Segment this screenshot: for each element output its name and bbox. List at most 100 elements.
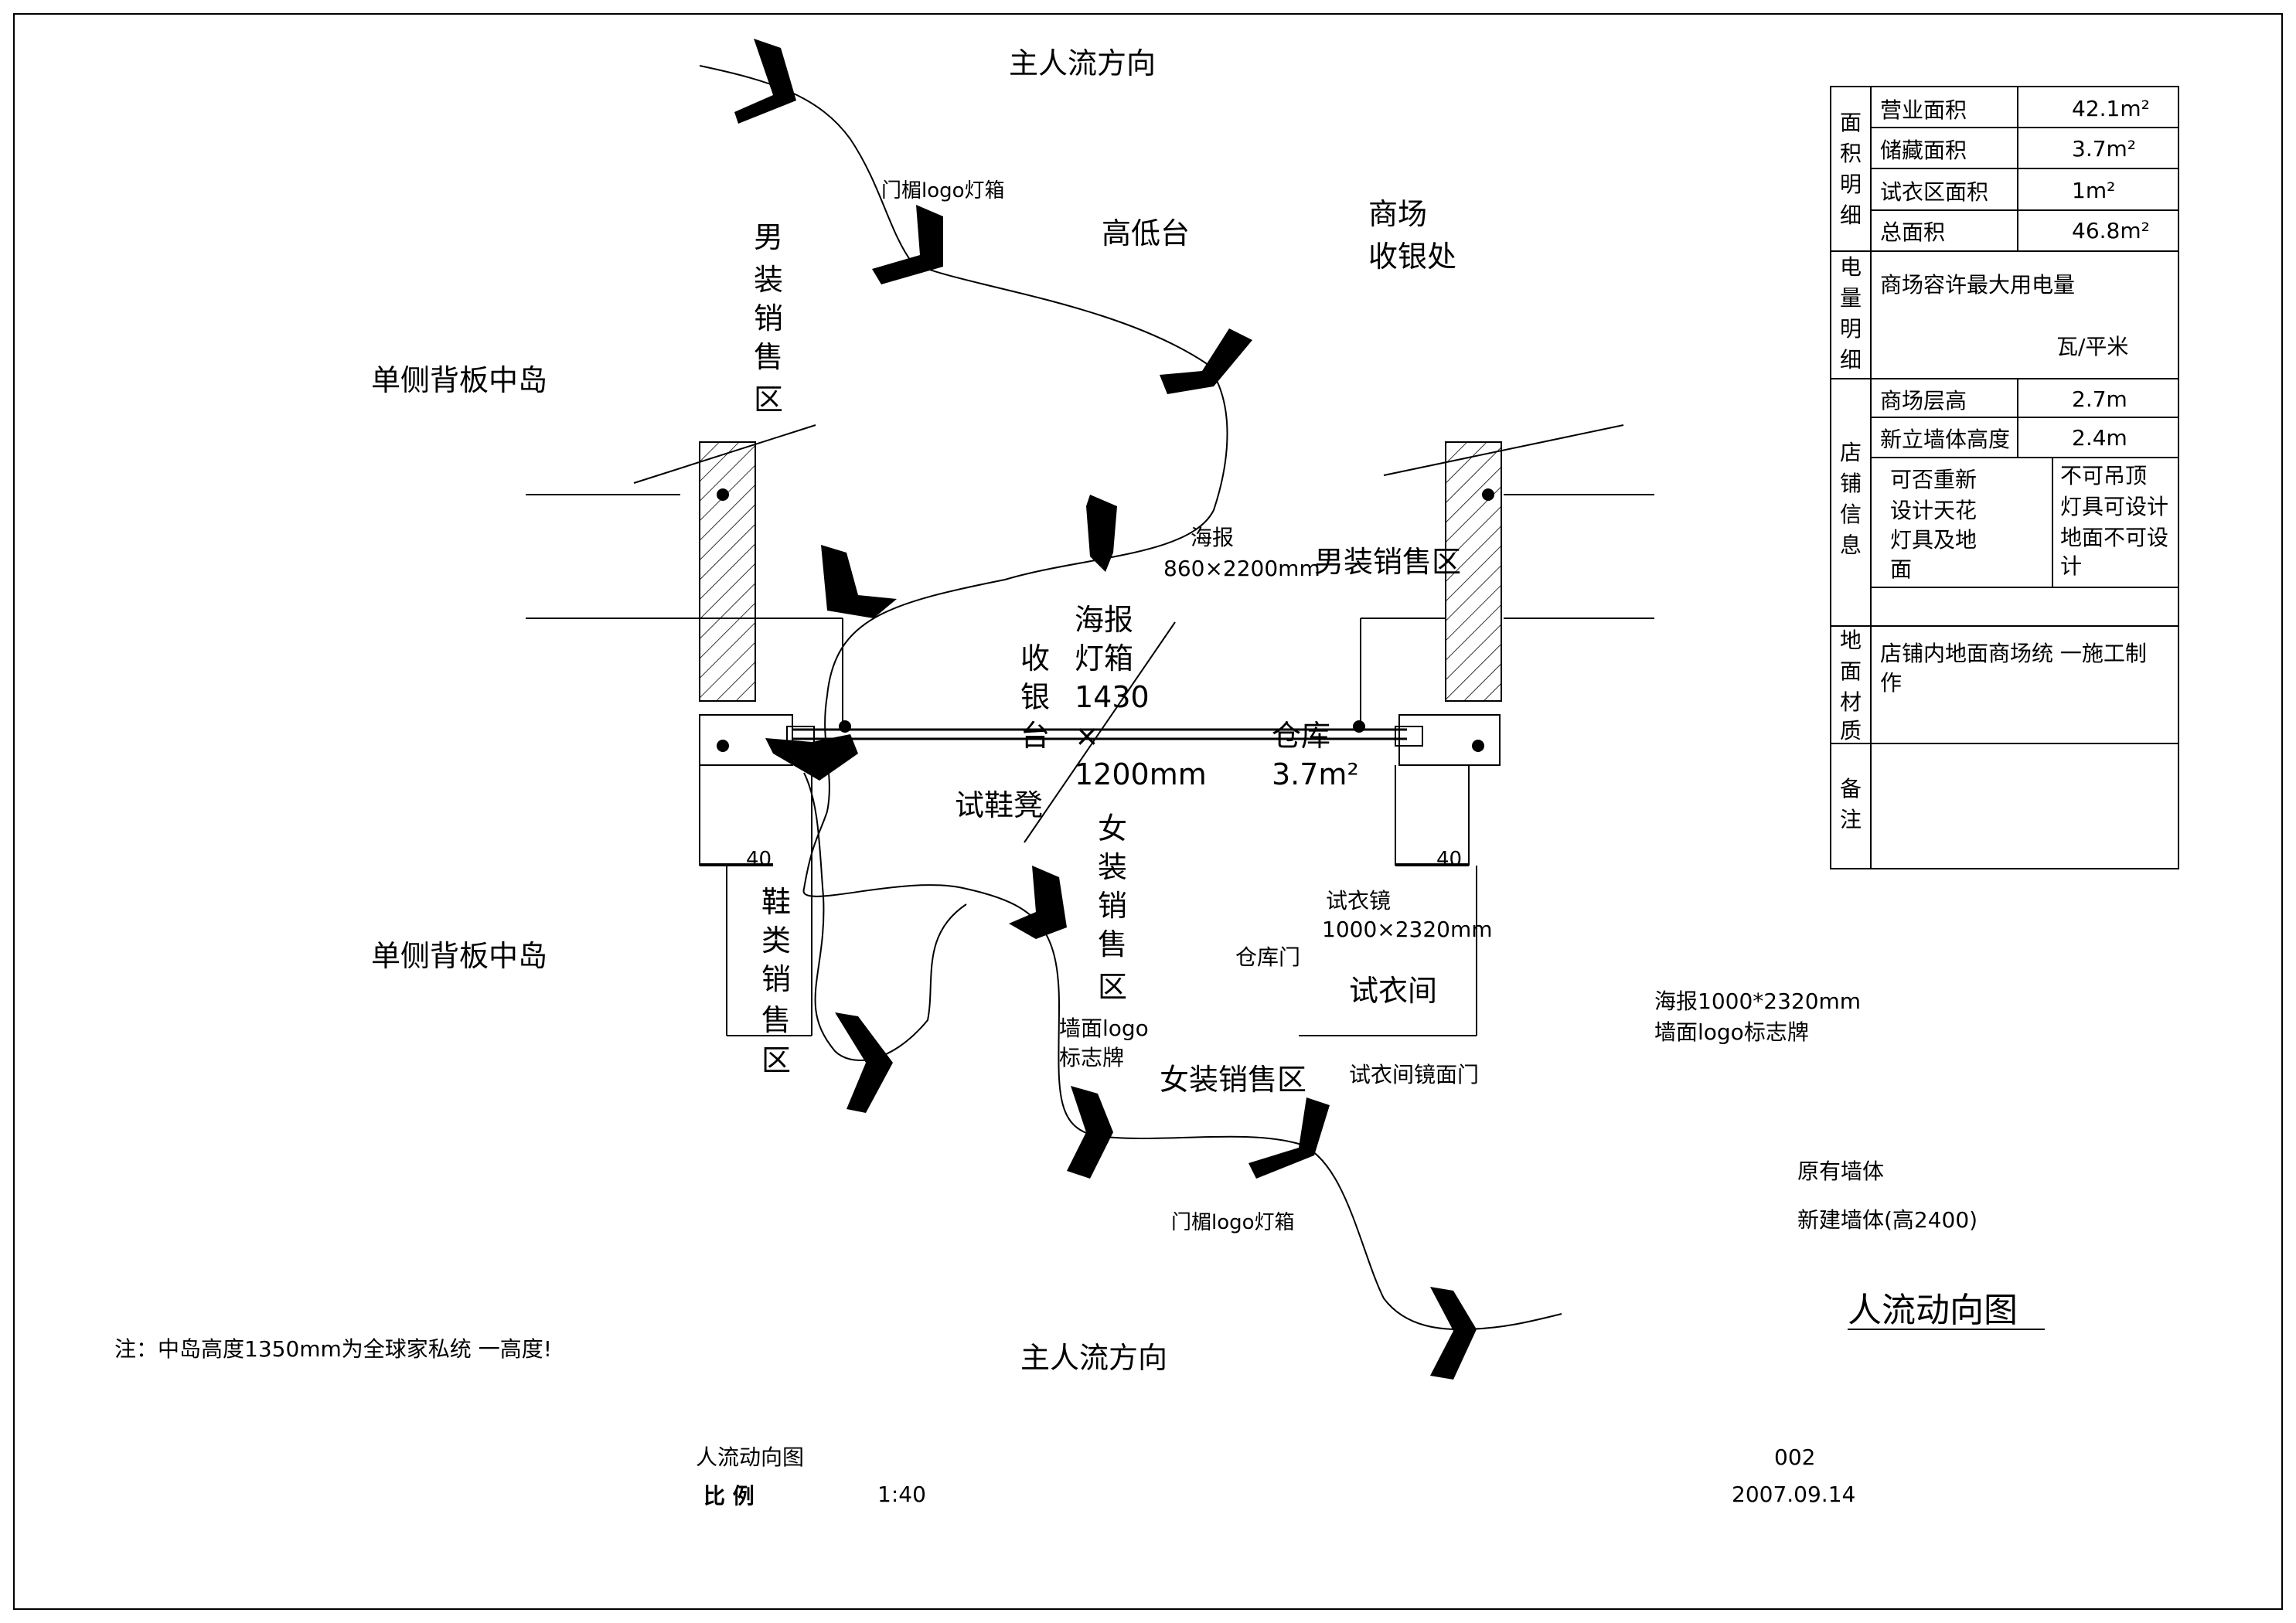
flow-arrow-icon [1430,1287,1477,1380]
svg-text:细: 细 [1840,347,1862,373]
svg-text:可否重新: 可否重新 [1890,467,1977,492]
table-shop: 店 铺 信 息 商场层高 2.7m 新立墙体高度 2.4m 可否重新 设计天花 … [1840,386,2168,582]
svg-text:灯具可设计: 灯具可设计 [2060,494,2168,519]
svg-text:积: 积 [1840,141,1862,166]
flow-path-curve [699,65,1562,1331]
svg-text:地面不可设: 地面不可设 [2060,525,2168,550]
top-flow-label: 主人流方向 [1009,46,1156,80]
poster-side-line2: 墙面logo标志牌 [1654,1019,1809,1045]
poster-side-line1: 海报1000*2320mm [1654,988,1861,1014]
svg-text:灯箱: 灯箱 [1075,641,1133,675]
poster-top-line2: 860×2200mm [1163,556,1320,581]
svg-text:区: 区 [761,1043,791,1077]
svg-text:店铺内地面商场统 一施工制: 店铺内地面商场统 一施工制 [1880,641,2147,666]
storage-label: 仓库 [1272,719,1330,753]
footer-scale-value: 1:40 [877,1482,926,1507]
footer-scale-label: 比 例 [703,1483,755,1509]
legend-old-wall: 原有墙体 [1797,1159,1884,1184]
big-title: 人流动向图 [1848,1291,2018,1330]
poster-top-line1: 海报 [1191,525,1234,550]
svg-text:收: 收 [1020,641,1050,675]
wall-logo-line1: 墙面logo [1059,1016,1149,1041]
svg-text:电: 电 [1840,254,1862,280]
wall-logo-line2: 标志牌 [1059,1045,1124,1070]
flow-arrow-icon [1248,1097,1330,1179]
svg-text:售: 售 [1098,927,1127,961]
column-dots [717,488,1494,752]
drawing-frame [13,13,2283,1610]
svg-text:备: 备 [1840,776,1862,801]
svg-text:材: 材 [1840,689,1862,715]
svg-text:面: 面 [1840,110,1862,135]
svg-text:作: 作 [1880,670,1902,696]
flow-arrow-icon [821,545,897,618]
storage-door-label: 仓库门 [1235,944,1300,970]
svg-text:商场容许最大用电量: 商场容许最大用电量 [1880,272,2075,298]
legend-new-wall: 新建墙体(高2400) [1797,1207,1977,1233]
svg-text:46.8m²: 46.8m² [2072,218,2150,243]
svg-text:海报: 海报 [1075,603,1133,637]
fitting-mirror-line1: 试衣镜 [1326,888,1391,914]
poster-lightbox-label: 海报 灯箱 1430 × 1200mm [1075,603,1207,791]
svg-text:42.1m²: 42.1m² [2072,96,2150,121]
dim-right-label: 40 [1436,848,1462,871]
mall-cashier-line1: 商场 [1368,197,1427,231]
men-zone-vertical-label: 男 装 销 售 区 [754,220,783,417]
svg-text:类: 类 [761,924,791,958]
flow-arrow-icon [1009,866,1067,939]
svg-text:装: 装 [754,263,783,297]
fitting-room-label: 试衣间 [1349,974,1437,1008]
svg-text:台: 台 [1020,719,1050,753]
svg-text:2.7m: 2.7m [2072,386,2127,412]
svg-text:不可吊顶: 不可吊顶 [2060,463,2147,488]
door-logo-bottom-label: 门楣logo灯箱 [1171,1211,1295,1234]
svg-text:地: 地 [1840,628,1862,653]
women-zone-label: 女装销售区 [1160,1063,1306,1097]
dim-left-label: 40 [746,848,772,871]
svg-text:区: 区 [1098,970,1127,1004]
footer-drawing-name: 人流动向图 [696,1444,804,1470]
women-zone-vertical-label: 女 装 销 售 区 [1098,812,1127,1004]
door-logo-top-label: 门楣logo灯箱 [881,179,1005,202]
svg-text:1200mm: 1200mm [1075,757,1207,791]
svg-text:2.4m: 2.4m [2072,425,2127,451]
svg-text:信: 信 [1840,502,1862,527]
svg-text:量: 量 [1840,285,1862,311]
svg-text:注: 注 [1840,807,1862,832]
cashier-desk-label: 收 银 台 [1020,641,1050,753]
info-table [1830,86,2179,869]
footer-date: 2007.09.14 [1732,1482,1855,1507]
svg-text:试衣区面积: 试衣区面积 [1880,179,1988,205]
svg-text:销: 销 [761,962,791,996]
mall-cashier-line2: 收银处 [1368,240,1456,274]
island-bottom-label: 单侧背板中岛 [371,939,547,973]
table-remark: 备 注 [1840,776,1862,832]
men-zone-right-label: 男装销售区 [1314,545,1461,579]
svg-text:1m²: 1m² [2072,178,2115,203]
storage-area: 3.7m² [1272,757,1359,791]
svg-text:营业面积: 营业面积 [1880,97,1967,123]
table-floor: 地 面 材 质 店铺内地面商场统 一施工制 作 [1840,628,2147,743]
svg-text:明: 明 [1840,316,1862,342]
svg-text:店: 店 [1840,440,1862,465]
svg-text:1430: 1430 [1075,680,1150,714]
note-text: 注：中岛高度1350mm为全球家私统 一高度! [114,1336,552,1362]
flow-arrow-icon [1067,1086,1113,1179]
table-power: 电 量 明 细 商场容许最大用电量 瓦/平米 [1840,254,2128,373]
flow-arrow-icon [835,1012,893,1113]
svg-text:男: 男 [754,220,783,254]
svg-text:售: 售 [754,340,783,374]
shoe-zone-vertical-label: 鞋 类 销 售 区 [761,885,791,1077]
svg-text:储藏面积: 储藏面积 [1880,138,1967,163]
svg-text:×: × [1075,719,1099,753]
flow-arrow-icon [1160,328,1252,394]
table-area-rows: 营业面积 42.1m² 储藏面积 3.7m² 试衣区面积 1m² 总面积 46.… [1880,96,2150,245]
svg-text:区: 区 [754,383,783,417]
svg-text:女: 女 [1098,812,1127,846]
svg-text:面: 面 [1890,556,1912,582]
svg-text:总面积: 总面积 [1880,219,1945,245]
svg-text:质: 质 [1840,718,1862,743]
svg-text:销: 销 [1098,889,1127,923]
svg-text:细: 细 [1840,202,1862,228]
